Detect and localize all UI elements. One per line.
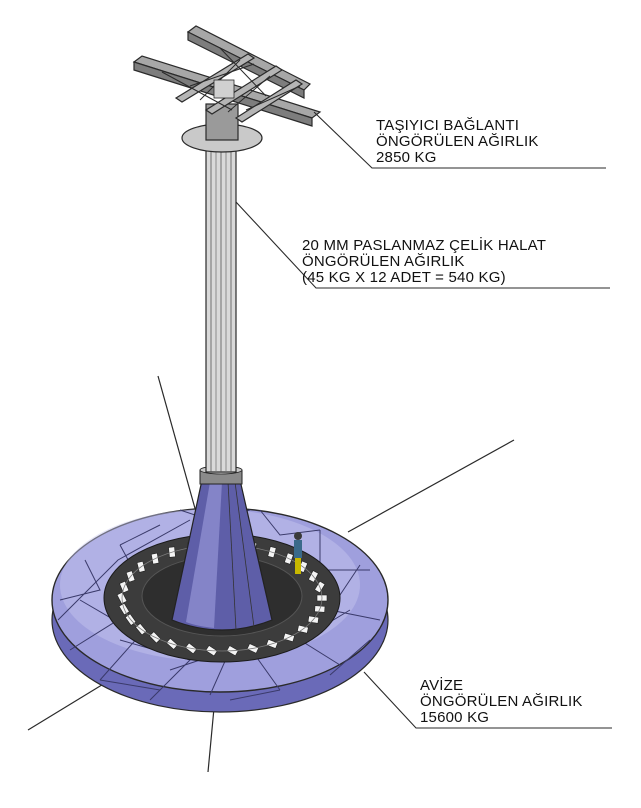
callout-cable-line3: (45 KG X 12 ADET = 540 KG) xyxy=(302,269,506,286)
support-brace xyxy=(161,71,233,111)
stay-cable-bottom xyxy=(207,707,215,773)
leader-chandelier xyxy=(363,671,612,729)
callout-cable-line1: 20 MM PASLANMAZ ÇELİK HALAT xyxy=(302,237,547,254)
cone-seam xyxy=(227,481,237,631)
callout-chandelier-line1: AVİZE xyxy=(420,677,464,694)
support-plate xyxy=(213,79,235,99)
figure-legs xyxy=(295,558,301,574)
callout-support-line1: TAŞIYICI BAĞLANTI xyxy=(376,117,520,134)
cone-seam xyxy=(234,481,255,628)
callout-support-line3: 2850 KG xyxy=(376,149,437,166)
support-brace xyxy=(219,47,267,97)
stay-cable-right-top xyxy=(347,439,515,533)
callout-support: TAŞIYICI BAĞLANTI ÖNGÖRÜLEN AĞIRLIK 2850… xyxy=(376,118,539,166)
stay-cable-left-top xyxy=(157,375,197,513)
callout-chandelier: AVİZE ÖNGÖRÜLEN AĞIRLIK 15600 KG xyxy=(420,678,583,726)
human-figure-scale xyxy=(294,532,302,574)
support-crossbar xyxy=(204,65,284,115)
support-frame xyxy=(132,25,322,153)
callout-chandelier-line2: ÖNGÖRÜLEN AĞIRLIK xyxy=(420,693,583,710)
central-cone xyxy=(171,465,273,631)
stay-cables xyxy=(27,375,515,773)
leader-lines xyxy=(235,111,612,729)
support-beam-right-face xyxy=(187,31,305,99)
callout-cable: 20 MM PASLANMAZ ÇELİK HALAT ÖNGÖRÜLEN AĞ… xyxy=(302,238,546,286)
stay-cable-left-bottom xyxy=(27,679,111,731)
leader-support xyxy=(313,111,606,169)
callout-support-line2: ÖNGÖRÜLEN AĞIRLIK xyxy=(376,133,539,150)
leader-cable xyxy=(235,201,610,289)
support-brace xyxy=(245,85,301,111)
callout-chandelier-line3: 15600 KG xyxy=(420,709,490,726)
callout-cable-line2: ÖNGÖRÜLEN AĞIRLIK xyxy=(302,253,465,270)
cable-bundle xyxy=(205,139,237,473)
support-crossbar xyxy=(234,79,304,123)
support-brace xyxy=(189,63,255,87)
cone-body xyxy=(171,479,273,631)
support-brace xyxy=(227,75,271,113)
cone-highlight xyxy=(186,482,222,628)
figure-body xyxy=(294,540,302,558)
figure-head xyxy=(294,532,302,540)
